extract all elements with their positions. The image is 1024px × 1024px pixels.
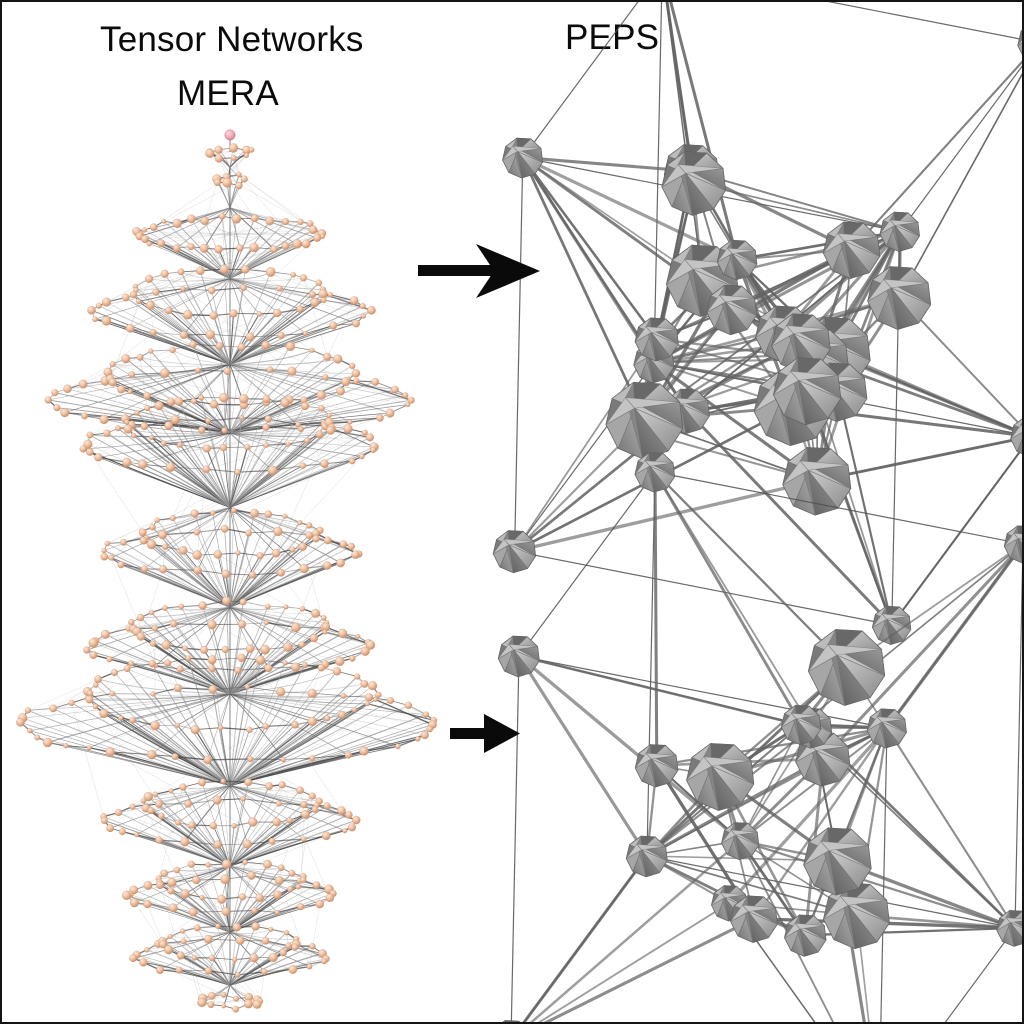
arrow-mera-to-peps-bottom xyxy=(450,714,520,753)
peps-cube-top xyxy=(492,2,1022,645)
mera-node-group xyxy=(16,129,438,1013)
label-mera: MERA xyxy=(177,74,279,113)
title-tensor-networks: Tensor Networks xyxy=(100,20,364,59)
peps-cube-bottom xyxy=(497,451,1022,1022)
arrow-mera-to-peps-top xyxy=(418,244,540,298)
